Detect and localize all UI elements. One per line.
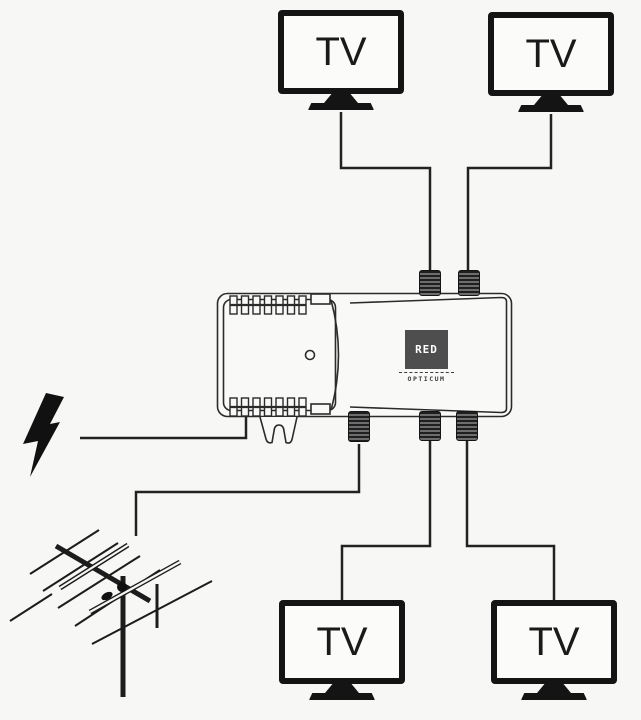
wire-top-right-tv [466, 114, 553, 272]
vent-slots-top [229, 295, 307, 315]
f-connector-bottom-output-2 [456, 411, 478, 441]
brand-name-text: OPTICUM [399, 372, 454, 383]
tv-stand-base [521, 693, 587, 700]
tv-stand-neck [324, 94, 358, 103]
wire-bottom-right-tv [465, 440, 556, 601]
tv-stand-neck [325, 684, 359, 693]
tv-label: TV [315, 30, 367, 74]
tv-label: TV [316, 620, 368, 664]
tv-label: TV [525, 32, 577, 76]
tv-screen: TV [278, 10, 404, 94]
mount-tab [259, 416, 298, 444]
tv-bottom-right: TV [491, 600, 617, 700]
tv-screen: TV [491, 600, 617, 684]
tv-stand-base [308, 103, 374, 110]
tv-stand-base [309, 693, 375, 700]
tv-label: TV [528, 620, 580, 664]
wire-top-left-tv [339, 112, 432, 272]
vent-slots-bottom [229, 397, 307, 417]
tv-top-left: TV [278, 10, 404, 110]
tv-stand-neck [537, 684, 571, 693]
lightning-bolt-icon [23, 393, 64, 477]
f-connector-top-output-2 [458, 270, 480, 296]
yagi-antenna-icon [9, 529, 213, 697]
screw-hole [304, 349, 316, 361]
brand-logo-text: RED [415, 343, 438, 356]
f-connector-top-output-1 [419, 270, 441, 296]
tv-bottom-left: TV [279, 600, 405, 700]
f-connector-bottom-output-1 [419, 411, 441, 441]
tv-screen: TV [488, 12, 614, 96]
wire-power [80, 416, 248, 440]
wire-bottom-left-tv [340, 440, 432, 601]
brand-logo-square: RED [405, 330, 448, 369]
tv-stand-neck [534, 96, 568, 105]
tv-top-right: TV [488, 12, 614, 112]
tv-screen: TV [279, 600, 405, 684]
f-connector-antenna-input [348, 411, 370, 442]
tv-stand-base [518, 105, 584, 112]
wire-antenna [134, 444, 361, 536]
amplifier-device [216, 292, 513, 444]
